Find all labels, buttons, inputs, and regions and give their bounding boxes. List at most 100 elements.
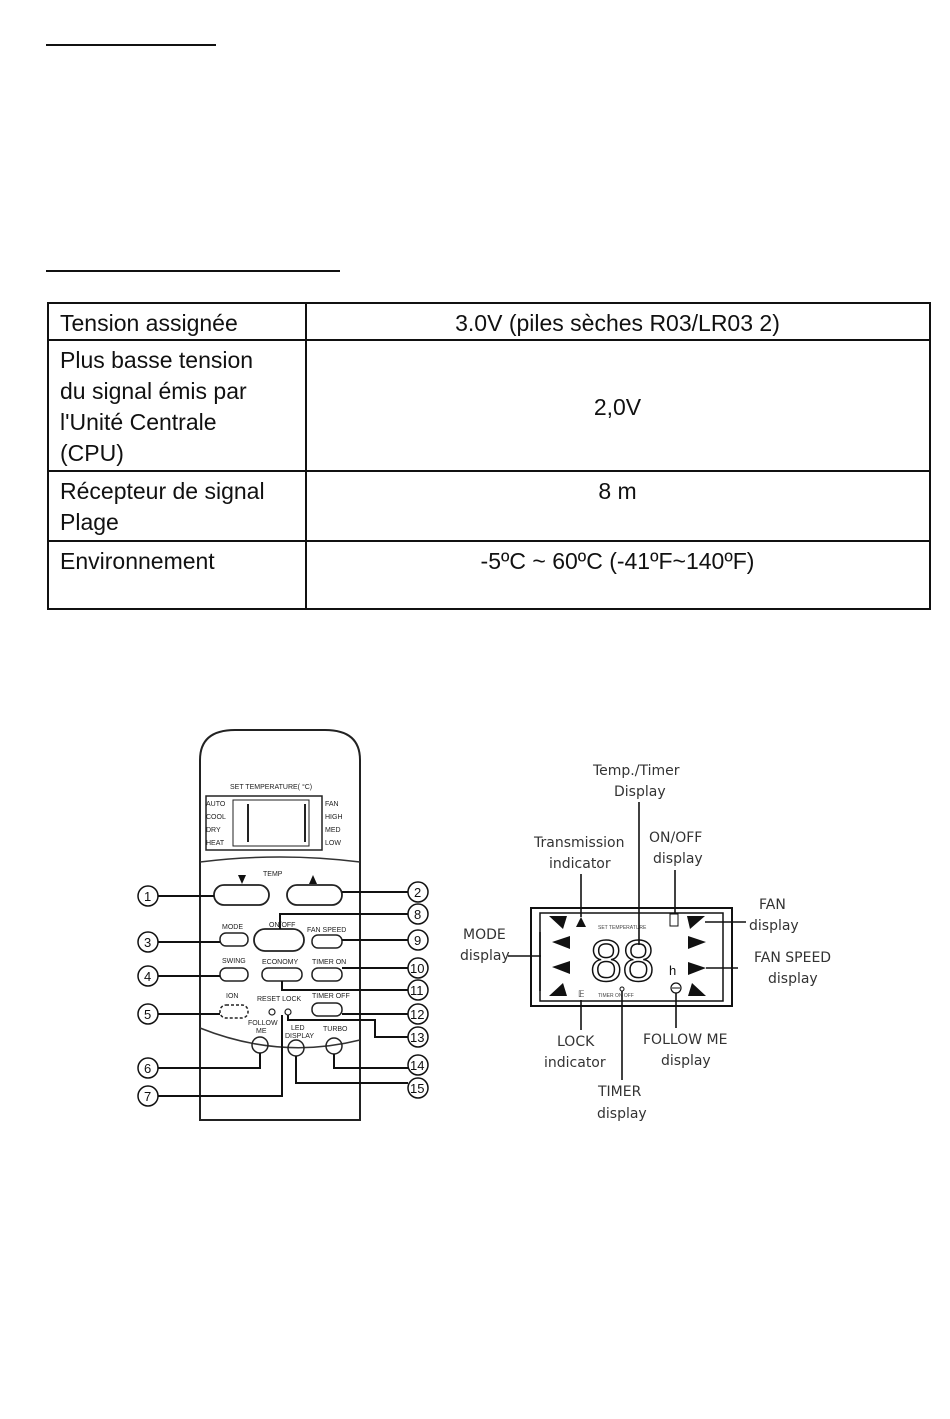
- transmission-label-2: indicator: [549, 856, 611, 872]
- callout-12: [407, 1003, 429, 1025]
- mode-cool: COOL: [206, 814, 226, 821]
- button-panel-edge: [199, 856, 361, 863]
- mode-arrow-icon: [549, 916, 567, 929]
- callout-number: 12: [410, 1007, 424, 1022]
- fan-fan: FAN: [325, 801, 339, 808]
- lcd-timer-on-off: TIMER ON OFF: [598, 993, 634, 999]
- mode-heat: HEAT: [206, 840, 225, 847]
- follow-me-display-label: FOLLOW ME: [643, 1032, 727, 1048]
- callout-15: [407, 1077, 429, 1099]
- lcd-frame-outer: [530, 907, 733, 1007]
- spec-label: Récepteur de signal Plage: [47, 470, 307, 542]
- mode-auto: AUTO: [206, 801, 226, 808]
- temp-timer-label: Temp./Timer: [592, 763, 680, 779]
- follow-me-label: FOLLOW: [248, 1020, 278, 1027]
- callout-number: 5: [144, 1007, 151, 1022]
- on-off-display-label-2: display: [653, 851, 703, 867]
- callout-10: [407, 957, 429, 979]
- callout-number: 2: [414, 885, 421, 900]
- reset-lock-label: RESET LOCK: [257, 996, 302, 1003]
- display-label: DISPLAY: [285, 1033, 314, 1040]
- callout-3: [137, 931, 159, 953]
- timer-off-label: TIMER OFF: [312, 993, 350, 1000]
- spec-value: -5ºC ~ 60ºC (-41ºF~140ºF): [305, 540, 931, 610]
- fan-speed-display-label: FAN SPEED: [754, 950, 831, 966]
- on-off-display-label: ON/OFF: [649, 830, 702, 846]
- callout-number: 1: [144, 889, 151, 904]
- callout-number: 13: [410, 1030, 424, 1045]
- remote-body: [199, 729, 361, 1121]
- fan-speed-button[interactable]: [311, 934, 343, 949]
- fan-high: HIGH: [325, 814, 343, 821]
- temp-label: TEMP: [263, 871, 283, 878]
- table-row: Environnement -5ºC ~ 60ºC (-41ºF~140ºF): [47, 540, 931, 610]
- turbo-label: TURBO: [323, 1026, 348, 1033]
- lcd-leaders: [508, 802, 746, 1080]
- follow-me-label-2: ME: [256, 1028, 267, 1035]
- lcd-set-temperature: SET TEMPERATURE: [598, 925, 647, 931]
- fan-display-label-2: display: [749, 918, 799, 934]
- callout-number: 7: [144, 1089, 151, 1104]
- callout-9: [407, 929, 429, 951]
- callout-2: [407, 881, 429, 903]
- lock-indicator-label-2: indicator: [544, 1055, 606, 1071]
- callout-1: [137, 885, 159, 907]
- swing-label: SWING: [222, 958, 246, 965]
- fan-display-label: FAN: [759, 897, 786, 913]
- callout-13: [407, 1026, 429, 1048]
- table-row: Plus basse tension du signal émis par l'…: [47, 339, 931, 472]
- fan-speed-arrow-icon: [688, 962, 706, 975]
- temp-up-button[interactable]: [286, 884, 343, 906]
- label-line: Récepteur de signal: [60, 478, 265, 504]
- timer-display-label: TIMER: [597, 1084, 642, 1100]
- callout-4: [137, 965, 159, 987]
- spec-label: Tension assignée: [47, 302, 307, 341]
- label-line: Plus basse tension: [60, 347, 254, 373]
- swing-button[interactable]: [219, 967, 249, 982]
- spec-label: Plus basse tension du signal émis par l'…: [47, 339, 307, 472]
- callout-number: 3: [144, 935, 151, 950]
- callout-5: [137, 1003, 159, 1025]
- heading-rule-1: [46, 44, 216, 46]
- mode-dry: DRY: [206, 827, 221, 834]
- ion-button[interactable]: [219, 1004, 249, 1019]
- mode-label: MODE: [222, 924, 243, 931]
- label-line: du signal émis par: [60, 378, 247, 404]
- lcd-digits: 88: [590, 929, 655, 994]
- up-arrow-icon: [309, 875, 317, 884]
- specification-table: Tension assignée 3.0V (piles sèches R03/…: [47, 302, 931, 610]
- mode-arrow-icon: [552, 936, 570, 949]
- callout-number: 10: [410, 961, 424, 976]
- timer-off-button[interactable]: [311, 1002, 343, 1017]
- fan-speed-arrow-icon: [688, 936, 706, 949]
- follow-me-display-label-2: display: [661, 1053, 711, 1069]
- spec-value: 3.0V (piles sèches R03/LR03 2): [305, 302, 931, 341]
- on-off-label: ON/OFF: [269, 922, 295, 929]
- mode-arrow-icon: [549, 983, 567, 996]
- mode-button[interactable]: [219, 932, 249, 947]
- callout-markers: 1 2 3 4 5 6 7 8 9 10 11 12 13 14 15: [137, 881, 429, 1107]
- timer-on-label: TIMER ON: [312, 959, 346, 966]
- remote-lcd-window: [205, 795, 323, 851]
- led-label: LED: [291, 1025, 305, 1032]
- spec-label: Environnement: [47, 540, 307, 610]
- remote-lcd-digits: [232, 799, 310, 847]
- fan-speed-arrow-icon: [688, 983, 706, 996]
- on-off-icon: [669, 913, 679, 927]
- callout-number: 4: [144, 969, 151, 984]
- fan-arrow-icon: [687, 916, 705, 929]
- mode-arrow-icon: [552, 961, 570, 974]
- reset-button[interactable]: [268, 1008, 276, 1016]
- callout-number: 6: [144, 1061, 151, 1076]
- label-line: Plage: [60, 509, 119, 535]
- fan-med: MED: [325, 827, 341, 834]
- callout-leaders: [158, 891, 408, 1097]
- lock-indicator-label: LOCK: [557, 1034, 595, 1050]
- fan-speed-display-label-2: display: [768, 971, 818, 987]
- fan-speed-label: FAN SPEED: [307, 927, 346, 934]
- down-arrow-icon: [238, 875, 246, 884]
- timer-on-button[interactable]: [311, 967, 343, 982]
- mode-display-label: MODE: [463, 927, 506, 943]
